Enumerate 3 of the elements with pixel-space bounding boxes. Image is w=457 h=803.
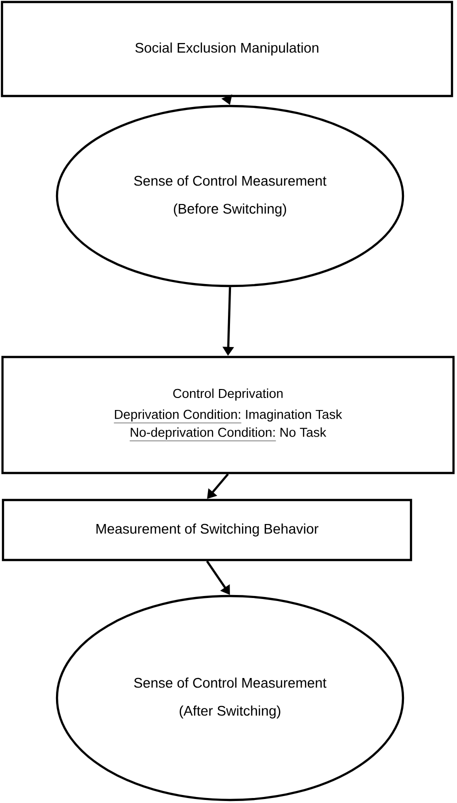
process-box: Social Exclusion Manipulation bbox=[0, 0, 454, 98]
process-box: Control Deprivation Deprivation Condition: Imagination Task No-deprivation Condition: No Task bbox=[1, 356, 455, 474]
process-box: Measurement of Switching Behavior bbox=[2, 498, 412, 562]
